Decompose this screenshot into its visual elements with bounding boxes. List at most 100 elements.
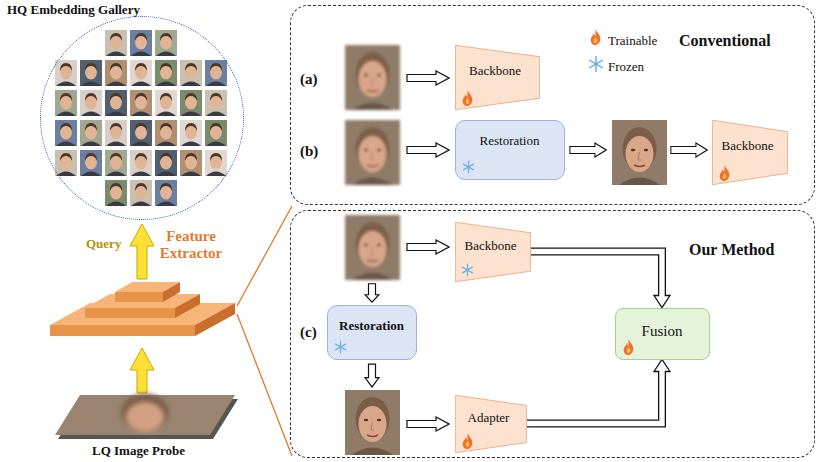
- flow-arrow: [407, 71, 449, 85]
- connector-fill: [531, 252, 662, 298]
- section-box: Our Method BackboneRestorationAdapter Fusi…: [290, 210, 815, 458]
- backbone-block: Backbone: [455, 45, 540, 110]
- snowflake-icon: [334, 339, 347, 355]
- snowflake-icon: [590, 57, 602, 71]
- gallery-face: [80, 60, 102, 86]
- gallery-face: [180, 150, 202, 176]
- gallery-face: [55, 90, 77, 116]
- trapezoid-shape: [455, 222, 530, 281]
- leader-line: [237, 206, 292, 306]
- gallery-face: [155, 90, 177, 116]
- gallery-face: [55, 60, 77, 86]
- arrow-head: [654, 296, 670, 308]
- arrow-head: [654, 360, 670, 372]
- connector-fill: [527, 370, 662, 424]
- gallery-face: [55, 120, 77, 146]
- gallery-face: [130, 30, 152, 56]
- restoration-box: Restoration: [327, 305, 417, 360]
- snowflake-icon: [461, 262, 474, 278]
- flow-arrow: [570, 143, 606, 157]
- backbone-block: Backbone: [712, 120, 788, 185]
- leader-line: [237, 314, 292, 456]
- gallery-face: [80, 120, 102, 146]
- gallery-face: [205, 90, 227, 116]
- adapter-block: Adapter: [455, 395, 527, 453]
- gallery-face: [130, 120, 152, 146]
- pyramid-layer: [50, 325, 195, 336]
- lq-face: [345, 120, 400, 185]
- restored-face: [612, 120, 667, 185]
- gallery-face: [155, 150, 177, 176]
- node-text: Restoration: [339, 318, 404, 334]
- fire-icon: [622, 339, 635, 355]
- gallery-face: [205, 120, 227, 146]
- gallery-face: [155, 60, 177, 86]
- flow-arrow: [671, 143, 707, 157]
- gallery-face: [155, 30, 177, 56]
- flow-arrow: [365, 364, 379, 387]
- query-arrow: [130, 224, 154, 279]
- node-text: Backbone: [722, 138, 774, 154]
- arrow-label: Query: [86, 236, 121, 251]
- gallery-face: [180, 120, 202, 146]
- gallery-face: [205, 60, 227, 86]
- restoration-box: Restoration: [455, 120, 565, 180]
- gallery-face: [105, 60, 127, 86]
- image-caption: LQ Image Probe: [92, 443, 185, 458]
- node-text: Fusion: [642, 323, 683, 340]
- trapezoid-shape: [712, 120, 787, 184]
- backbone-block: Backbone: [455, 222, 531, 282]
- node-text: Backbone: [469, 63, 521, 79]
- gallery-face: [130, 150, 152, 176]
- node-text: Restoration: [480, 133, 540, 149]
- lq-face: [345, 45, 400, 110]
- node-text: Backbone: [465, 238, 517, 254]
- gallery-face: [205, 150, 227, 176]
- gallery-face: [105, 30, 127, 56]
- gallery-face: [80, 90, 102, 116]
- gallery-face: [105, 150, 127, 176]
- gallery-face: [105, 180, 127, 206]
- pyramid-layer: [163, 282, 180, 302]
- gallery-circle: HQ Embedding Gallery: [40, 16, 244, 220]
- row-label: (b): [300, 143, 318, 159]
- gallery-face: [55, 150, 77, 176]
- gallery-face: [80, 150, 102, 176]
- node-text: Our Method: [689, 241, 774, 258]
- gallery-face: [180, 90, 202, 116]
- row-label: (c): [300, 324, 317, 340]
- fire-icon: [591, 29, 601, 45]
- flow-arrow: [407, 240, 449, 254]
- legend-text: Frozen: [608, 59, 644, 74]
- pyramid-layer: [85, 308, 175, 318]
- probe-face: [126, 402, 164, 432]
- flow-connector: [527, 360, 671, 424]
- pyramid-layer: [115, 292, 163, 302]
- gallery-face: [105, 90, 127, 116]
- flow-connector: [531, 252, 671, 308]
- node-text: Conventional: [679, 32, 771, 49]
- fire-icon: [718, 165, 731, 181]
- snowflake-icon: [462, 159, 475, 175]
- flow-arrow: [407, 143, 449, 157]
- gallery-face: [155, 120, 177, 146]
- node-text: Adapter: [468, 410, 510, 426]
- gallery-face: [130, 180, 152, 206]
- legend-text: Trainable: [608, 33, 657, 48]
- section-title: Feature Extractor: [150, 228, 232, 262]
- fire-icon: [461, 433, 474, 449]
- restored-face: [345, 390, 400, 455]
- section-box: ConventionalBackboneRestorationBackbone: [290, 5, 815, 205]
- probe-image: [55, 395, 235, 435]
- fusion-box: Fusion: [615, 308, 710, 360]
- trapezoid-shape: [455, 45, 539, 109]
- gallery-face: [105, 120, 127, 146]
- node-text: HQ Embedding Gallery: [7, 2, 140, 17]
- gallery-face: [130, 90, 152, 116]
- gallery-face: [180, 60, 202, 86]
- fire-icon: [461, 90, 474, 106]
- gallery-face: [155, 180, 177, 206]
- trapezoid-shape: [455, 395, 526, 452]
